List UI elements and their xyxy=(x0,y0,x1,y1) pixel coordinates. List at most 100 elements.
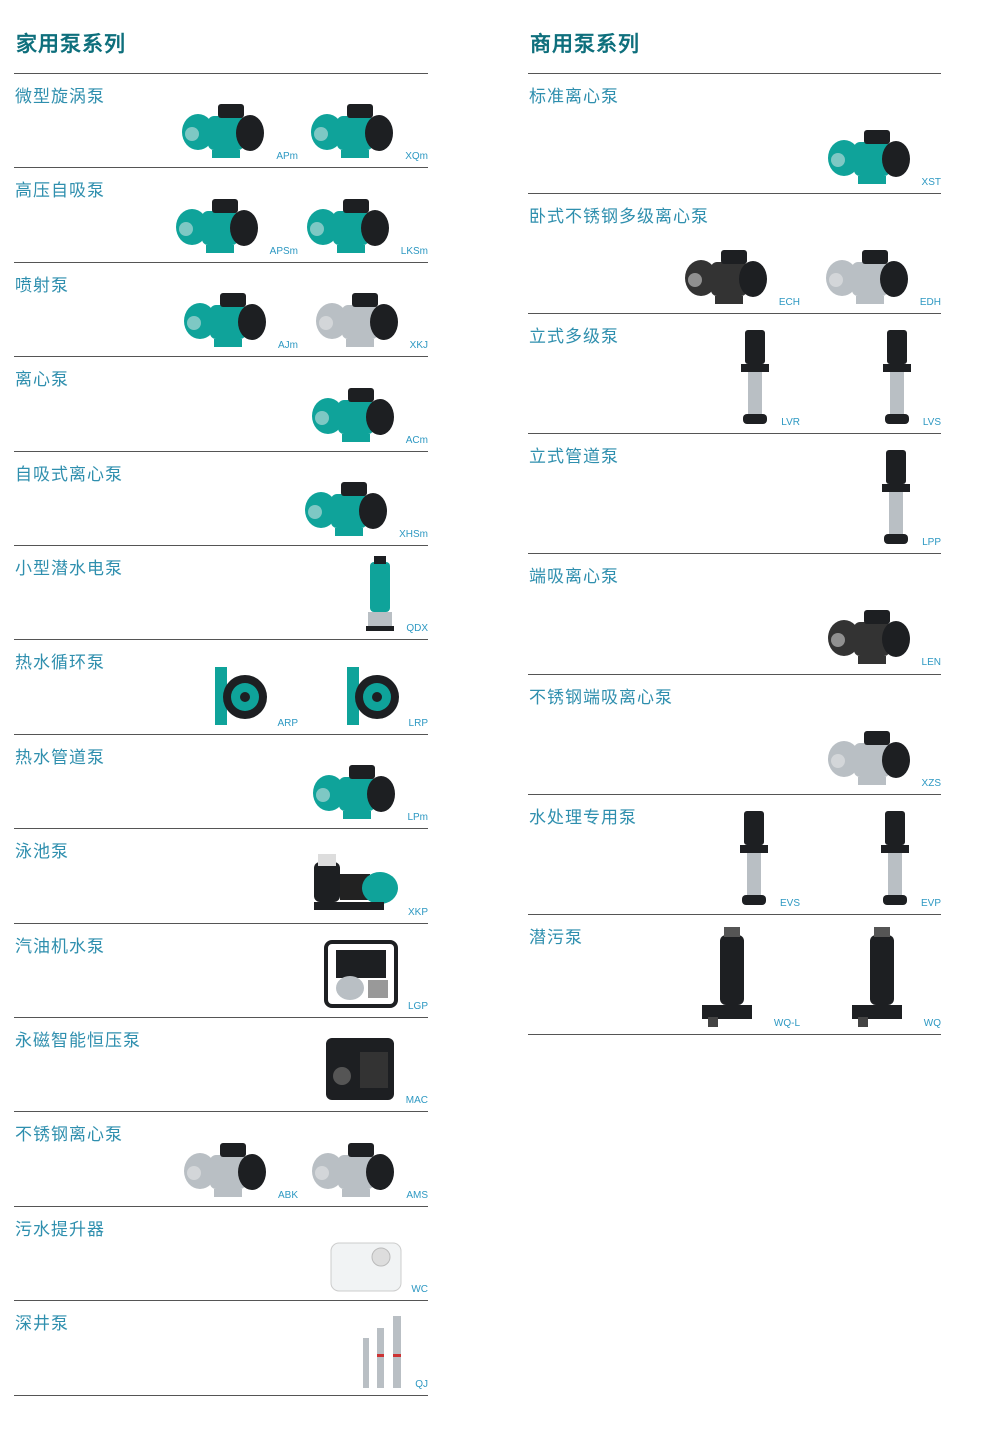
product-item[interactable]: WQ-L xyxy=(698,925,800,1029)
product-item[interactable]: LEN xyxy=(824,602,941,668)
product-item[interactable]: LRP xyxy=(343,663,428,729)
product-item[interactable]: XST xyxy=(824,122,941,188)
product-item[interactable]: XZS xyxy=(824,723,941,789)
category-title[interactable]: 自吸式离心泵 xyxy=(15,464,123,485)
model-label: LKSm xyxy=(400,245,428,257)
product-item[interactable]: AMS xyxy=(308,1135,428,1201)
model-label: XHSm xyxy=(399,528,428,540)
deep-well-icon xyxy=(359,1314,409,1390)
model-label: ARP xyxy=(277,717,298,729)
submersible-teal-icon xyxy=(360,554,400,634)
product-item[interactable]: WQ xyxy=(848,925,941,1029)
model-label: MAC xyxy=(405,1095,428,1107)
product-item[interactable]: AJm xyxy=(180,285,298,351)
category-row: 泳池泵 XKP xyxy=(14,828,428,923)
vertical-pump-icon xyxy=(734,809,774,909)
model-label: QDX xyxy=(406,623,428,635)
product-item[interactable]: LPP xyxy=(876,448,941,548)
model-label: XQm xyxy=(405,151,428,163)
product-item[interactable]: LPm xyxy=(309,757,428,823)
product-item[interactable]: LKSm xyxy=(303,191,428,257)
product-item[interactable]: EVP xyxy=(875,809,941,909)
model-label: LVS xyxy=(922,417,941,429)
product-item[interactable]: XKJ xyxy=(312,285,428,351)
vertical-pump-icon xyxy=(735,328,775,428)
category-row: 不锈钢离心泵 ABK AMS xyxy=(14,1111,428,1206)
category-title[interactable]: 立式多级泵 xyxy=(529,327,619,348)
category-title[interactable]: 泳池泵 xyxy=(15,842,69,863)
model-label: AMS xyxy=(406,1189,428,1201)
product-item[interactable]: ARP xyxy=(211,663,298,729)
product-item[interactable]: EVS xyxy=(734,809,800,909)
teal-pump-icon xyxy=(172,191,264,257)
product-item[interactable]: ACm xyxy=(308,380,428,446)
category-row: 端吸离心泵 LEN xyxy=(528,553,941,674)
category-title[interactable]: 标准离心泵 xyxy=(529,87,619,107)
model-label: EDH xyxy=(919,297,941,309)
product-item[interactable]: APSm xyxy=(172,191,298,257)
product-item[interactable]: XHSm xyxy=(301,474,428,540)
product-item[interactable]: ECH xyxy=(681,242,800,308)
category-row: 小型潜水电泵 QDX xyxy=(14,545,428,640)
category-row: 高压自吸泵 APSm LKSm xyxy=(14,167,428,262)
steel-pump-icon xyxy=(312,285,404,351)
product-item[interactable]: ABK xyxy=(180,1135,298,1201)
model-label: XKP xyxy=(407,906,428,918)
category-title[interactable]: 卧式不锈钢多级离心泵 xyxy=(529,207,709,228)
product-item[interactable]: QDX xyxy=(360,554,428,634)
category-row: 离心泵 ACm xyxy=(14,356,428,451)
category-title[interactable]: 小型潜水电泵 xyxy=(15,559,123,579)
category-title[interactable]: 热水循环泵 xyxy=(15,653,105,674)
product-item[interactable]: WC xyxy=(327,1235,428,1295)
category-title[interactable]: 水处理专用泵 xyxy=(529,807,637,828)
product-item[interactable]: EDH xyxy=(822,242,941,308)
black-horizontal-icon xyxy=(681,242,773,308)
vertical-pump-icon xyxy=(875,809,915,909)
category-title[interactable]: 深井泵 xyxy=(15,1314,69,1335)
product-item[interactable]: XKP xyxy=(310,852,428,918)
teal-pump-icon xyxy=(309,757,401,823)
category-title[interactable]: 高压自吸泵 xyxy=(15,181,105,202)
teal-pump-icon xyxy=(301,474,393,540)
model-label: LPP xyxy=(922,537,941,549)
sewage-pump-icon xyxy=(698,925,768,1029)
category-title[interactable]: 微型旋涡泵 xyxy=(15,87,105,107)
model-label: XST xyxy=(921,177,941,189)
category-title[interactable]: 不锈钢离心泵 xyxy=(15,1125,123,1146)
teal-pump-icon xyxy=(178,96,270,162)
category-title[interactable]: 潜污泵 xyxy=(529,927,583,948)
vertical-pump-icon xyxy=(876,448,916,548)
category-title[interactable]: 端吸离心泵 xyxy=(529,567,619,588)
teal-pump-icon xyxy=(824,122,916,188)
category-title[interactable]: 汽油机水泵 xyxy=(15,936,105,957)
category-row: 立式管道泵 LPP xyxy=(528,433,941,554)
category-title[interactable]: 永磁智能恒压泵 xyxy=(15,1031,141,1051)
category-title[interactable]: 立式管道泵 xyxy=(529,447,619,468)
steel-pump-icon xyxy=(308,1135,400,1201)
product-item[interactable]: LVS xyxy=(877,328,941,428)
category-title[interactable]: 喷射泵 xyxy=(15,275,69,296)
teal-pump-icon xyxy=(307,96,399,162)
category-title[interactable]: 污水提升器 xyxy=(15,1219,105,1240)
product-item[interactable]: QJ xyxy=(359,1314,428,1390)
vertical-pump-icon xyxy=(877,328,917,428)
model-label: QJ xyxy=(415,1378,428,1390)
lifting-station-icon xyxy=(327,1235,405,1295)
category-row: 污水提升器 WC xyxy=(14,1205,428,1301)
category-row: 汽油机水泵 LGP xyxy=(14,922,428,1018)
product-item[interactable]: APm xyxy=(178,96,298,162)
household-series-heading: 家用泵系列 xyxy=(16,32,126,56)
product-item[interactable]: XQm xyxy=(307,96,428,162)
product-item[interactable]: MAC xyxy=(320,1032,428,1106)
model-label: APSm xyxy=(269,245,298,257)
gasoline-pump-icon xyxy=(320,936,402,1012)
category-title[interactable]: 不锈钢端吸离心泵 xyxy=(529,687,673,708)
model-label: LRP xyxy=(408,717,428,729)
category-title[interactable]: 热水管道泵 xyxy=(15,747,105,768)
category-title[interactable]: 离心泵 xyxy=(15,370,69,391)
product-item[interactable]: LVR xyxy=(735,328,800,428)
category-row: 标准离心泵 XST xyxy=(528,73,941,194)
product-item[interactable]: LGP xyxy=(320,936,428,1012)
teal-pump-icon xyxy=(303,191,395,257)
